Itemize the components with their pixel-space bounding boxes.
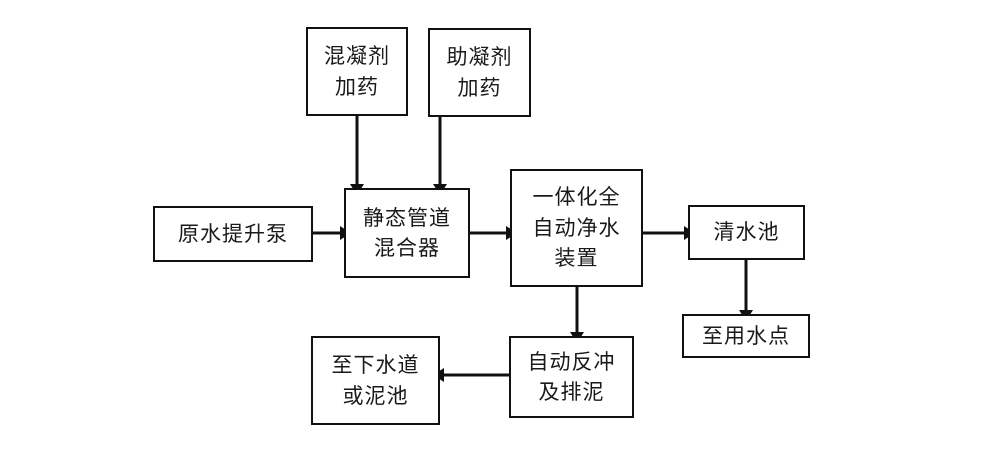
node-label-clean-water-tank: 清水池	[713, 220, 780, 245]
node-clean-water-tank[interactable]: 清水池	[688, 205, 805, 260]
node-label-to-water-use-point: 至用水点	[702, 323, 790, 348]
node-to-water-use-point[interactable]: 至用水点	[682, 314, 810, 358]
node-label-raw-water-lift-pump: 原水提升泵	[178, 221, 288, 246]
connector-backwash-to-sewer	[433, 368, 509, 382]
node-label-auto-backwash-sludge-discharge: 自动反冲 及排泥	[527, 349, 616, 404]
node-label-static-pipe-mixer: 静态管道 混合器	[363, 205, 451, 260]
node-flocculant-aid-dosing[interactable]: 助凝剂 加药	[428, 28, 531, 117]
node-label-coagulant-dosing: 混凝剂 加药	[324, 44, 390, 99]
connector-flocculant-to-mixer	[433, 117, 447, 195]
node-coagulant-dosing[interactable]: 混凝剂 加药	[306, 27, 408, 116]
connector-coagulant-to-mixer	[350, 116, 364, 195]
node-static-pipe-mixer[interactable]: 静态管道 混合器	[344, 188, 470, 278]
node-auto-backwash-sludge-discharge[interactable]: 自动反冲 及排泥	[509, 336, 634, 418]
node-label-flocculant-aid-dosing: 助凝剂 加药	[446, 45, 513, 100]
node-label-to-sewer-or-sludge-pond: 至下水道 或泥池	[331, 353, 420, 408]
connector-clean-tank-to-use-point	[739, 260, 753, 321]
node-integrated-auto-water-purifier[interactable]: 一体化全 自动净水 装置	[510, 169, 643, 287]
node-to-sewer-or-sludge-pond[interactable]: 至下水道 或泥池	[311, 336, 440, 425]
node-raw-water-lift-pump[interactable]: 原水提升泵	[153, 206, 313, 262]
connector-purifier-to-backwash	[570, 287, 584, 343]
node-label-integrated-auto-water-purifier: 一体化全 自动净水 装置	[532, 185, 621, 271]
